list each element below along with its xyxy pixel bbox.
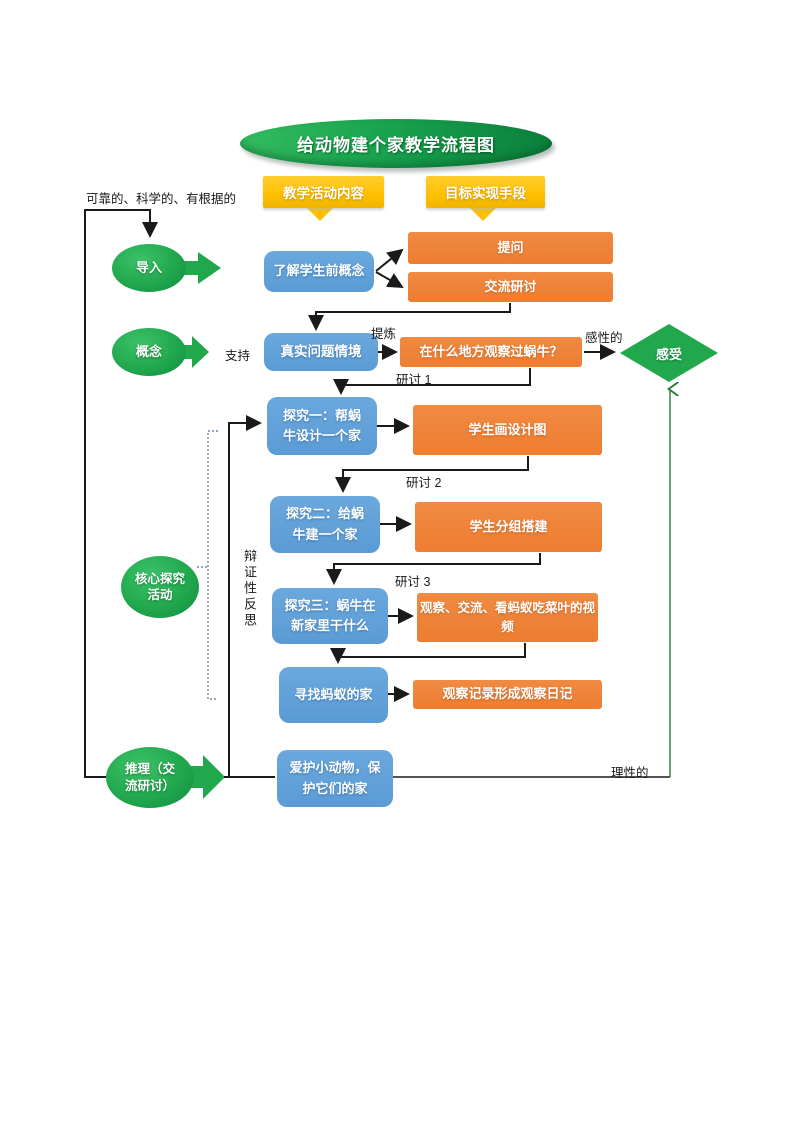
activity-inquiry1: 探究一：帮蜗牛设计一个家 [267,397,377,455]
stage-arrow-daoru [177,252,221,284]
diagram-title: 给动物建个家教学流程图 [240,119,552,168]
stage-daoru: 导入 [112,244,186,292]
arrow-preconcept-discussion [375,271,404,288]
arrow-preconcept-question [375,248,404,272]
arrow-seminar3 [326,553,541,585]
method-question: 提问 [408,232,613,264]
label-seminar2: 研讨 2 [406,476,442,490]
stage-gainian: 概念 [112,328,186,376]
header-method: 目标实现手段 [426,176,545,208]
activity-protect: 爱护小动物，保护它们的家 [277,750,393,807]
method-discussion: 交流研讨 [408,272,613,302]
arrow-video-findants [330,643,526,664]
label-seminar3: 研讨 3 [395,575,431,589]
label-seminar1: 研讨 1 [396,373,432,387]
label-refine: 提炼 [371,327,397,341]
stage-hexin: 核心探究活动 [121,556,199,618]
stage-arrow-gainian [173,336,209,368]
header-method-pointer [469,207,497,221]
label-reflection: 辩证性反思 [242,549,257,629]
activity-inquiry3: 探究三：蜗牛在新家里干什么 [272,588,388,644]
label-support: 支持 [225,349,251,363]
header-activity: 教学活动内容 [263,176,384,208]
reflection-loop [228,415,262,777]
stage-arrow-tuili [186,755,225,799]
label-rational: 理性的 [611,766,649,780]
activity-find-ants: 寻找蚂蚁的家 [279,667,388,723]
activity-pre-concept: 了解学生前概念 [264,251,374,292]
label-perceptual: 感性的 [585,331,623,345]
activity-situation: 真实问题情境 [264,333,378,371]
arrow-seminar2 [335,456,529,493]
method-draw-design: 学生画设计图 [413,405,602,455]
method-group-build: 学生分组搭建 [415,502,602,552]
arrow-seminar1 [333,368,531,395]
method-where-snail: 在什么地方观察过蜗牛？ [400,337,582,367]
arrow-discussion-situation [308,303,511,331]
label-reliable: 可靠的、科学的、有根据的 [86,192,237,206]
method-observe-video: 观察、交流、看蚂蚁吃菜叶的视频 [417,593,598,642]
method-observe-diary: 观察记录形成观察日记 [413,680,602,709]
core-inquiry-bracket [207,430,218,700]
header-activity-pointer [306,207,334,221]
activity-inquiry2: 探究二：给蜗牛建一个家 [270,496,380,553]
stage-tuili: 推理（交流研讨） [106,747,194,808]
feedback-loop-left [84,209,158,778]
